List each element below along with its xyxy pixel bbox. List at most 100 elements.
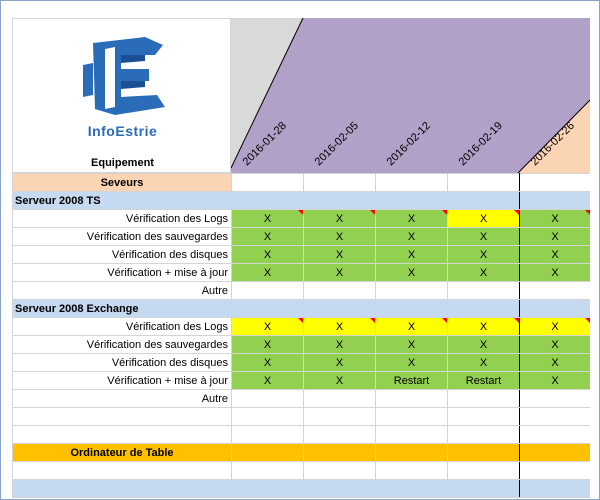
empty-cell[interactable] <box>303 173 376 192</box>
empty-cell[interactable] <box>303 479 376 498</box>
status-cell[interactable]: X <box>375 227 448 246</box>
status-cell[interactable]: Restart <box>375 371 448 390</box>
status-cell[interactable]: X <box>303 263 376 282</box>
empty-cell[interactable] <box>231 461 304 480</box>
empty-cell[interactable] <box>519 299 590 318</box>
status-cell[interactable]: X <box>519 263 590 282</box>
task-label[interactable]: Vérification des disques <box>12 353 232 372</box>
empty-cell[interactable] <box>303 425 376 444</box>
status-cell[interactable]: X <box>231 245 304 264</box>
status-cell[interactable]: X <box>519 227 590 246</box>
empty-cell[interactable] <box>375 443 448 462</box>
category-label[interactable]: Ordinateur de Table <box>12 443 232 462</box>
empty-cell[interactable] <box>447 191 520 210</box>
status-cell[interactable]: X <box>519 371 590 390</box>
empty-cell[interactable] <box>231 173 304 192</box>
status-cell[interactable] <box>519 281 590 300</box>
empty-cell[interactable] <box>519 425 590 444</box>
empty-cell[interactable] <box>12 461 232 480</box>
empty-cell[interactable] <box>447 479 520 498</box>
empty-cell[interactable] <box>231 479 304 498</box>
status-cell[interactable]: X <box>303 353 376 372</box>
empty-cell[interactable] <box>447 173 520 192</box>
empty-cell[interactable] <box>519 173 590 192</box>
task-label[interactable]: Vérification des Logs <box>12 317 232 336</box>
status-cell[interactable] <box>303 389 376 408</box>
empty-cell[interactable] <box>375 425 448 444</box>
status-cell[interactable]: X <box>375 317 448 336</box>
empty-cell[interactable] <box>231 425 304 444</box>
status-cell[interactable] <box>447 389 520 408</box>
empty-cell[interactable] <box>447 461 520 480</box>
status-cell[interactable] <box>231 281 304 300</box>
empty-cell[interactable] <box>303 191 376 210</box>
empty-cell[interactable] <box>447 443 520 462</box>
status-cell[interactable]: X <box>519 317 590 336</box>
empty-cell[interactable] <box>303 443 376 462</box>
empty-cell[interactable] <box>519 479 590 498</box>
empty-cell[interactable] <box>303 299 376 318</box>
status-cell[interactable]: X <box>375 335 448 354</box>
status-cell[interactable]: X <box>303 227 376 246</box>
status-cell[interactable]: X <box>231 263 304 282</box>
empty-cell[interactable] <box>519 407 590 426</box>
status-cell[interactable]: X <box>447 353 520 372</box>
status-cell[interactable] <box>375 281 448 300</box>
status-cell[interactable] <box>447 281 520 300</box>
empty-cell[interactable] <box>447 299 520 318</box>
status-cell[interactable]: X <box>375 263 448 282</box>
category-label[interactable]: Seveurs <box>12 173 232 192</box>
status-cell[interactable]: X <box>303 317 376 336</box>
task-label[interactable]: Vérification + mise à jour <box>12 371 232 390</box>
status-cell[interactable]: X <box>231 353 304 372</box>
status-cell[interactable]: X <box>231 335 304 354</box>
empty-cell[interactable] <box>375 479 448 498</box>
status-cell[interactable] <box>303 281 376 300</box>
empty-cell[interactable] <box>519 443 590 462</box>
status-cell[interactable]: X <box>231 371 304 390</box>
empty-cell[interactable] <box>12 479 232 498</box>
empty-cell[interactable] <box>375 173 448 192</box>
status-cell[interactable] <box>519 389 590 408</box>
empty-cell[interactable] <box>375 299 448 318</box>
empty-cell[interactable] <box>231 191 304 210</box>
empty-cell[interactable] <box>447 407 520 426</box>
task-label[interactable]: Vérification + mise à jour <box>12 263 232 282</box>
status-cell[interactable]: X <box>375 209 448 228</box>
status-cell[interactable]: X <box>519 245 590 264</box>
server-name[interactable]: Serveur 2008 Exchange <box>12 299 232 318</box>
status-cell[interactable]: X <box>447 335 520 354</box>
status-cell[interactable]: X <box>447 263 520 282</box>
status-cell[interactable]: X <box>519 209 590 228</box>
empty-cell[interactable] <box>12 407 232 426</box>
status-cell[interactable]: X <box>375 353 448 372</box>
server-name[interactable]: Serveur 2008 TS <box>12 191 232 210</box>
empty-cell[interactable] <box>375 407 448 426</box>
empty-cell[interactable] <box>231 299 304 318</box>
empty-cell[interactable] <box>519 461 590 480</box>
status-cell[interactable]: X <box>231 317 304 336</box>
status-cell[interactable]: X <box>231 227 304 246</box>
status-cell[interactable]: X <box>303 371 376 390</box>
status-cell[interactable]: X <box>447 209 520 228</box>
status-cell[interactable] <box>231 389 304 408</box>
task-label[interactable]: Vérification des sauvegardes <box>12 335 232 354</box>
empty-cell[interactable] <box>231 407 304 426</box>
empty-cell[interactable] <box>303 407 376 426</box>
status-cell[interactable]: X <box>375 245 448 264</box>
empty-cell[interactable] <box>447 425 520 444</box>
status-cell[interactable]: X <box>303 209 376 228</box>
status-cell[interactable] <box>375 389 448 408</box>
empty-cell[interactable] <box>12 425 232 444</box>
status-cell[interactable]: X <box>519 353 590 372</box>
task-label[interactable]: Autre <box>12 281 232 300</box>
status-cell[interactable]: X <box>447 245 520 264</box>
status-cell[interactable]: X <box>231 209 304 228</box>
empty-cell[interactable] <box>375 461 448 480</box>
empty-cell[interactable] <box>231 443 304 462</box>
empty-cell[interactable] <box>303 461 376 480</box>
task-label[interactable]: Vérification des disques <box>12 245 232 264</box>
empty-cell[interactable] <box>519 191 590 210</box>
status-cell[interactable]: X <box>519 335 590 354</box>
empty-cell[interactable] <box>375 191 448 210</box>
